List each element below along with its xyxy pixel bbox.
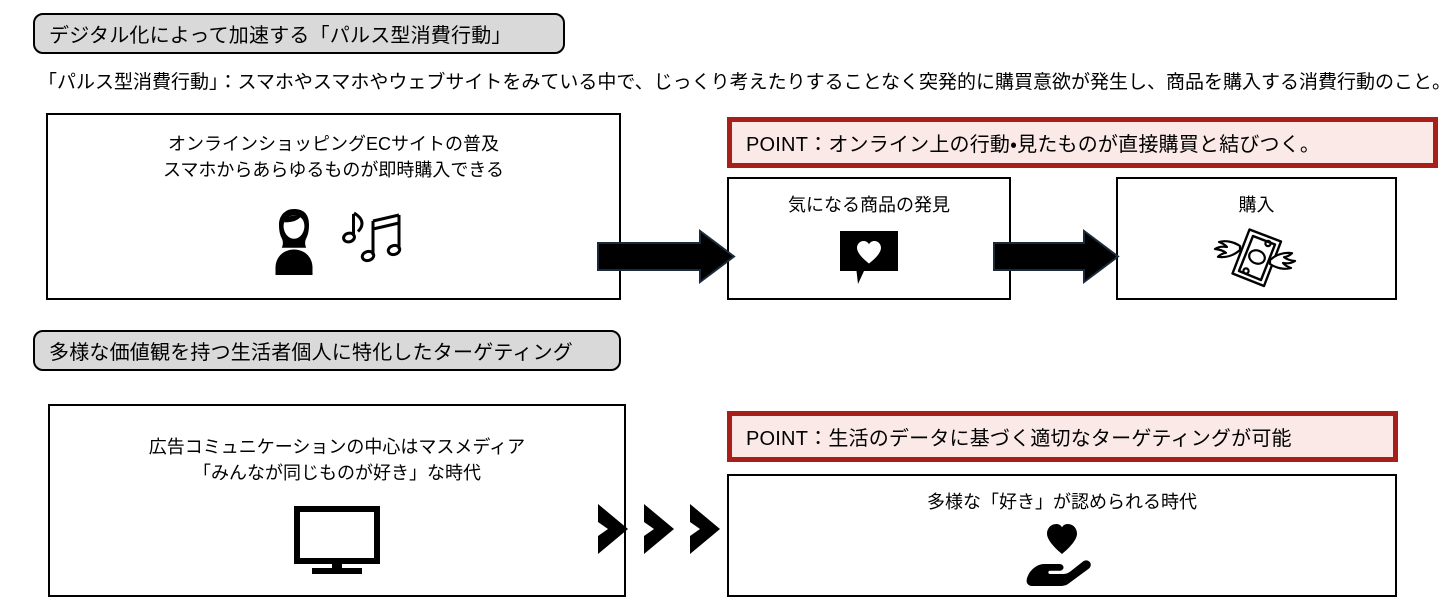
box-ec-adoption: オンラインショッピングECサイトの普及 スマホからあらゆるものが即時購入できる (46, 113, 621, 300)
pulse-definition-text: 「パルス型消費行動」：スマホやスマホやウェブサイトをみている中で、じっくり考えた… (38, 72, 1440, 93)
point-callout-online-behavior: POINT：オンライン上の行動・見たものが直接購買と結びつく。 (727, 117, 1438, 168)
box-product-discovery-icons (729, 218, 1009, 298)
music-notes-icon (341, 211, 401, 262)
triple-chevron-massmedia-to-diverse (598, 504, 720, 554)
box-ec-adoption-caption: オンラインショッピングECサイトの普及 スマホからあらゆるものが即時購入できる (162, 134, 505, 181)
section-banner-targeting-label: 多様な価値観を持つ生活者個人に特化したターゲティング (49, 342, 573, 364)
box-purchase-icons (1118, 218, 1395, 298)
box-mass-media-era: 広告コミュニケーションの中心はマスメディア 「みんなが同じものが好き」な時代 (48, 404, 626, 597)
speech-bubble-heart-icon (840, 231, 898, 285)
point-callout-online-behavior-label: POINT：オンライン上の行動・見たものが直接購買と結びつく。 (746, 134, 1321, 156)
box-product-discovery: 気になる商品の発見 (727, 177, 1011, 300)
section-banner-targeting: 多様な価値観を持つ生活者個人に特化したターゲティング (33, 330, 621, 371)
person-listening-icon (275, 208, 312, 275)
section-banner-pulse-label: デジタル化によって加速する「パルス型消費行動」 (49, 25, 512, 47)
box-mass-media-era-caption: 広告コミュニケーションの中心はマスメディア 「みんなが同じものが好き」な時代 (148, 437, 526, 484)
point-callout-data-targeting-label: POINT：生活のデータに基づく適切なターゲティングが可能 (746, 428, 1292, 450)
box-diverse-preferences: 多様な「好き」が認められる時代 (727, 474, 1397, 597)
section-banner-pulse: デジタル化によって加速する「パルス型消費行動」 (33, 13, 565, 54)
point-callout-data-targeting: POINT：生活のデータに基づく適切なターゲティングが可能 (727, 411, 1398, 462)
box-product-discovery-caption: 気になる商品の発見 (788, 195, 950, 215)
box-mass-media-era-icons (50, 486, 624, 595)
box-purchase-caption: 購入 (1238, 195, 1275, 215)
box-diverse-preferences-caption: 多様な「好き」が認められる時代 (927, 492, 1197, 512)
block-arrow-discovery-to-purchase (993, 229, 1120, 284)
box-diverse-preferences-icons (729, 515, 1395, 595)
flying-money-icon (1213, 228, 1296, 288)
box-ec-adoption-icons (48, 183, 619, 298)
hand-holding-heart-icon (1026, 524, 1091, 587)
television-icon (294, 505, 380, 574)
block-arrow-ec-to-discovery (597, 229, 736, 284)
box-purchase: 購入 (1116, 177, 1397, 300)
